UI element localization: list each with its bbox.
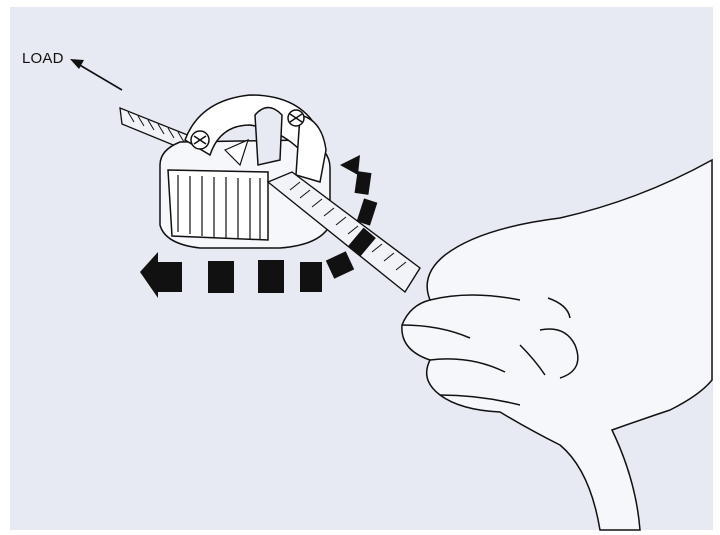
cam-cleat xyxy=(160,95,330,248)
load-arrow-icon xyxy=(70,59,122,90)
hand xyxy=(402,160,712,530)
pull-direction-arrow-icon xyxy=(140,252,322,298)
